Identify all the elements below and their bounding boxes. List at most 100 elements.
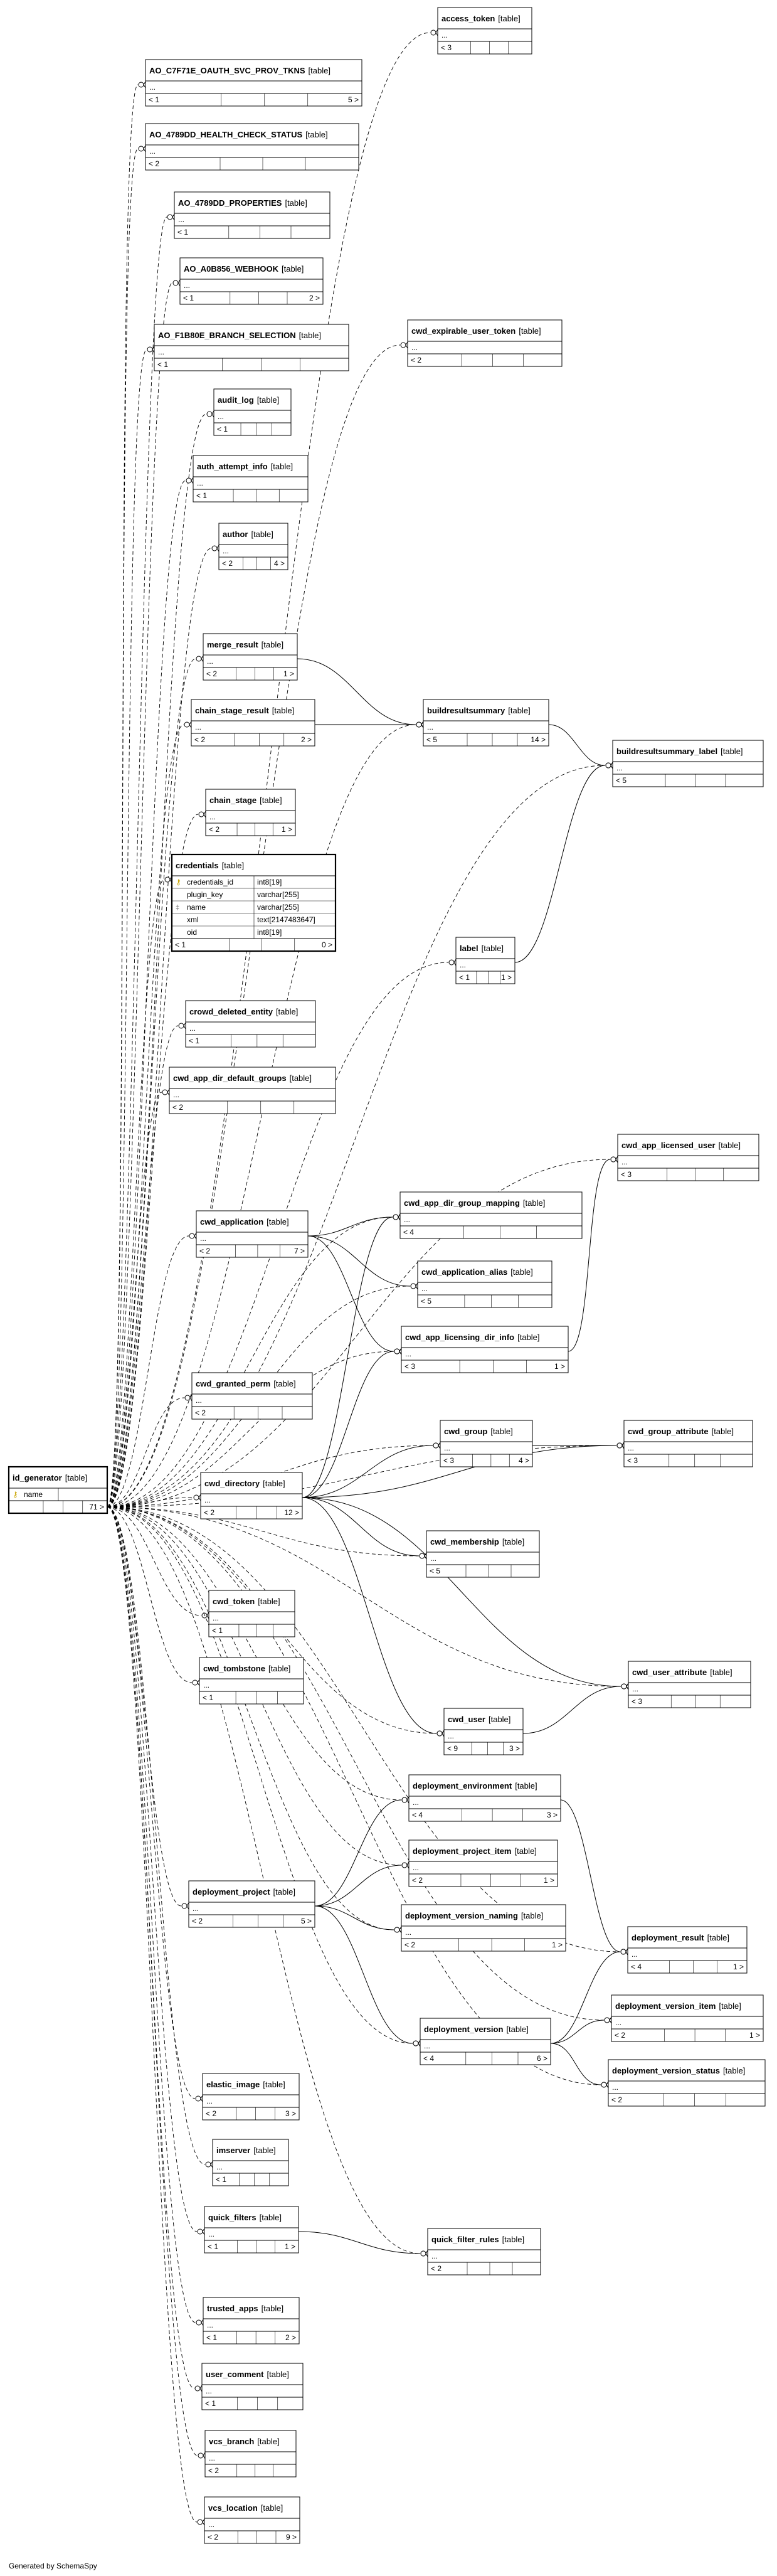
table-vcs_branch[interactable]: vcs_branch[table]...< 2 (204, 2430, 297, 2478)
relationship-deployment_version-deployment_version_item (550, 2016, 612, 2044)
table-deployment_version_status[interactable]: deployment_version_status[table]...< 2 (608, 2059, 766, 2107)
table-border (455, 937, 515, 984)
table-title: trusted_apps[table] (207, 2304, 283, 2313)
table-cwd_app_dir_default[interactable]: cwd_app_dir_default_groups[table]...< 2 (169, 1067, 336, 1114)
table-auth_attempt[interactable]: auth_attempt_info[table]...< 1 (193, 455, 309, 503)
relationship-end-marker (138, 146, 144, 152)
table-quick_filter_rules[interactable]: quick_filter_rules[table]...< 2 (427, 2228, 541, 2275)
table-cwd_granted_perm[interactable]: cwd_granted_perm[table]...< 2 (191, 1372, 313, 1420)
table-title: cwd_user[table] (448, 1715, 510, 1724)
table-cwd_app_licensed_user[interactable]: cwd_app_licensed_user[table]...< 3 (617, 1134, 759, 1181)
relationship-lines (107, 29, 629, 2526)
relationship-end-marker (621, 1683, 627, 1690)
child-count: 0 > (322, 940, 332, 949)
table-border (179, 257, 324, 305)
column-placeholder: ... (427, 723, 433, 732)
table-cwd_user_attribute[interactable]: cwd_user_attribute[table]...< 3 (628, 1661, 751, 1708)
column-type: varchar[255] (257, 903, 299, 912)
column-placeholder: ... (616, 764, 623, 772)
relationship-end-marker (393, 1214, 399, 1220)
table-imserver[interactable]: imserver[table]...< 1 (212, 2139, 289, 2186)
table-cwd_membership[interactable]: cwd_membership[table]...< 5 (426, 1530, 540, 1578)
relationship-line (107, 1216, 393, 1508)
column-placeholder: ... (411, 343, 418, 352)
table-kind: [table] (273, 1887, 295, 1897)
table-ao_branch[interactable]: AO_F1B80E_BRANCH_SELECTION[table]...< 1 (154, 324, 349, 371)
table-name: cwd_application_alias (421, 1267, 507, 1277)
relationship-end-marker (164, 876, 171, 883)
table-title: cwd_group[table] (444, 1427, 513, 1436)
table-audit_log[interactable]: audit_log[table]...< 1 (213, 388, 292, 436)
table-border (399, 1191, 583, 1239)
column-name: credentials_id (187, 878, 233, 886)
relationship-end-marker (197, 2519, 203, 2525)
relationship-end-marker (400, 342, 406, 348)
relationship-line (107, 1506, 196, 2323)
child-count: 1 > (544, 1876, 554, 1885)
table-name: author (223, 530, 248, 539)
parent-count: < 5 (421, 1297, 431, 1306)
table-cwd_app_dir_group_mapping[interactable]: cwd_app_dir_group_mapping[table]...< 4 (399, 1191, 583, 1239)
table-crowd_deleted[interactable]: crowd_deleted_entity[table]...< 1 (185, 1000, 316, 1048)
table-ao_c7f[interactable]: AO_C7F71E_OAUTH_SVC_PROV_TKNS[table]...<… (145, 59, 362, 107)
column-type: int8[19] (257, 878, 282, 886)
table-kind: [table] (263, 1479, 285, 1488)
table-cwd_application_alias[interactable]: cwd_application_alias[table]...< 5 (417, 1260, 552, 1308)
table-kind: [table] (273, 1379, 295, 1388)
relationship-end-marker (138, 82, 144, 88)
table-cwd_tombstone[interactable]: cwd_tombstone[table]...< 1 (199, 1657, 304, 1705)
table-kind: [table] (267, 2370, 288, 2379)
column-placeholder: ... (158, 348, 164, 356)
column-placeholder: ... (430, 1554, 436, 1563)
table-ao_health[interactable]: AO_4789DD_HEALTH_CHECK_STATUS[table]...<… (145, 123, 359, 171)
parent-count: < 3 (632, 1697, 642, 1706)
table-cwd_expirable[interactable]: cwd_expirable_user_token[table]...< 2 (407, 319, 563, 367)
table-kind: [table] (262, 640, 283, 649)
table-cwd_token[interactable]: cwd_token[table]...< 1 (208, 1590, 295, 1637)
table-name: audit_log (218, 395, 254, 405)
column-placeholder: ... (197, 479, 203, 487)
relationship-cwd_group-cwd_group_attribute (532, 1442, 625, 1449)
table-name: vcs_branch (209, 2437, 254, 2446)
table-user_comment[interactable]: user_comment[table]...< 1 (201, 2363, 304, 2410)
column-placeholder: ... (632, 1685, 638, 1693)
column-placeholder: ... (460, 961, 466, 969)
parent-count: < 1 (205, 2399, 216, 2408)
table-ao_props[interactable]: AO_4789DD_PROPERTIES[table]...< 1 (174, 191, 330, 239)
column-placeholder: ... (209, 2454, 215, 2462)
table-cwd_group_attribute[interactable]: cwd_group_attribute[table]...< 3 (623, 1420, 753, 1467)
relationship-cwd_directory-cwd_user_attribute (302, 1497, 629, 1690)
table-kind: [table] (719, 1141, 741, 1150)
column-name: plugin_key (187, 890, 223, 899)
table-border (154, 324, 349, 371)
table-access_token[interactable]: access_token[table]...< 3 (437, 7, 532, 55)
table-border (188, 1880, 315, 1928)
table-title: user_comment[table] (206, 2370, 289, 2379)
table-brs_label[interactable]: buildresultsummary_label[table]...< 5 (612, 740, 764, 787)
